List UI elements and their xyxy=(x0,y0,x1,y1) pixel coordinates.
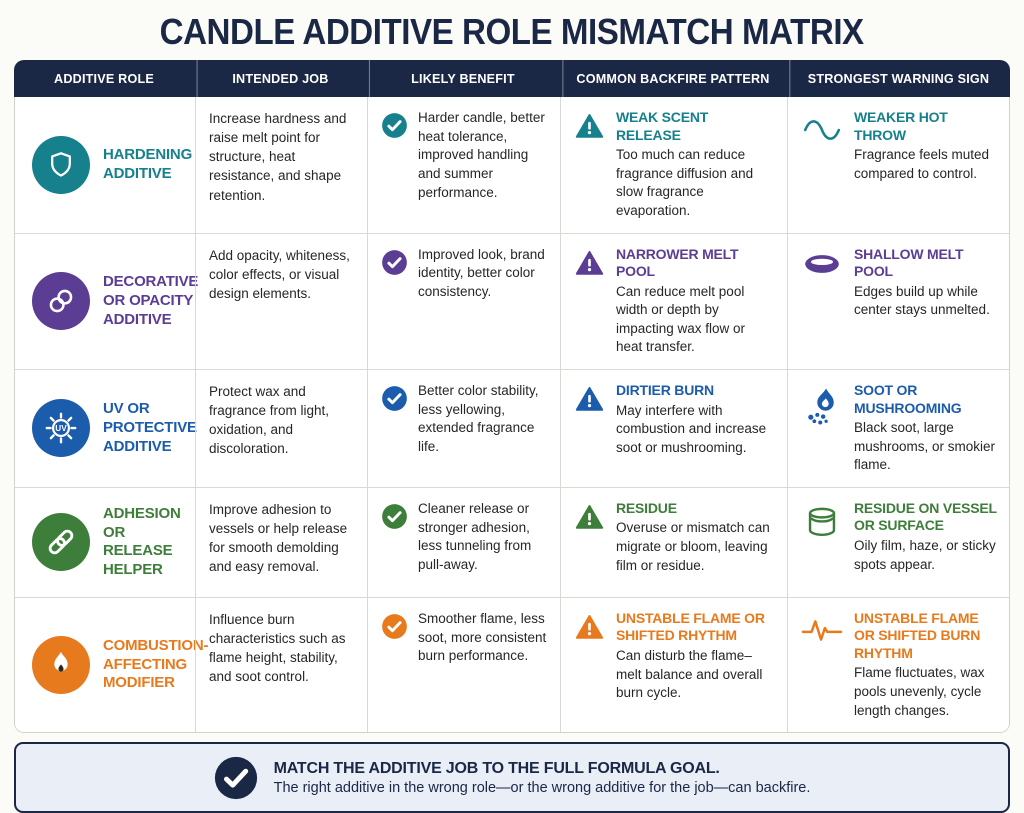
flame-icon xyxy=(32,636,90,695)
table-row-hardening: HARDENING ADDITIVE Increase hardness and… xyxy=(15,97,1009,233)
role-cell: COMBUSTION-AFFECTING MODIFIER xyxy=(15,598,208,732)
check-circle-icon xyxy=(382,249,407,275)
intended-job-cell: Protect wax and fragrance from light, ox… xyxy=(195,370,367,487)
table-row-combustion: COMBUSTION-AFFECTING MODIFIER Influence … xyxy=(15,596,1009,733)
backfire-title: DIRTIER BURN xyxy=(616,382,714,398)
intended-job-cell: Improve adhesion to vessels or help rele… xyxy=(195,487,367,597)
footer-callout: MATCH THE ADDITIVE JOB TO THE FULL FORMU… xyxy=(14,742,1010,813)
table-row-uv: UV UV OR PROTECTIVE ADDITIVE Protect wax… xyxy=(15,369,1009,487)
column-header-likely-benefit: LIKELY BENEFIT xyxy=(368,60,556,97)
warning-title: WEAKER HOT THROW xyxy=(854,109,948,143)
benefit-cell: Smoother flame, less soot, more consiste… xyxy=(367,597,560,733)
benefit-cell: Better color stability, less yellowing, … xyxy=(367,370,560,487)
benefit-text: Better color stability, less yellowing, … xyxy=(418,383,539,454)
table-header-row: ADDITIVE ROLE INTENDED JOB LIKELY BENEFI… xyxy=(14,60,1010,97)
role-label: COMBUSTION-AFFECTING MODIFIER xyxy=(103,636,209,692)
benefit-cell: Improved look, brand identity, better co… xyxy=(367,233,560,369)
warning-cell: RESIDUE ON VESSEL OR SURFACE Oily film, … xyxy=(787,487,1009,597)
sine-wave-icon xyxy=(801,113,843,147)
backfire-cell: NARROWER MELT POOL Can reduce melt pool … xyxy=(560,233,787,369)
check-circle-icon xyxy=(382,504,407,529)
svg-text:UV: UV xyxy=(55,425,67,434)
warning-cell: SOOT OR MUSHROOMING Black soot, large mu… xyxy=(787,370,1009,487)
table-body: HARDENING ADDITIVE Increase hardness and… xyxy=(14,97,1010,734)
benefit-text: Smoother flame, less soot, more consiste… xyxy=(418,610,547,664)
intended-job-cell: Add opacity, whiteness, color effects, o… xyxy=(195,233,367,369)
role-cell: HARDENING ADDITIVE xyxy=(15,97,195,233)
table-row-adhesion: ADHESION OR RELEASE HELPER Improve adhes… xyxy=(15,486,1009,597)
table-row-decorative: DECORATIVE OR OPACITY ADDITIVE Add opaci… xyxy=(15,232,1009,370)
soot-flame-icon xyxy=(801,386,843,426)
rings-icon xyxy=(32,272,90,331)
check-circle-icon xyxy=(382,386,407,411)
vessel-icon xyxy=(801,504,843,542)
benefit-cell: Cleaner release or stronger adhesion, le… xyxy=(367,487,560,597)
backfire-title: NARROWER MELT POOL xyxy=(616,245,739,280)
chain-link-icon xyxy=(32,513,90,572)
backfire-text: Too much can reduce fragrance diffusion … xyxy=(616,147,754,218)
warning-title: SOOT OR MUSHROOMING xyxy=(854,382,962,416)
role-label: DECORATIVE OR OPACITY ADDITIVE xyxy=(103,273,199,328)
melt-pool-icon xyxy=(801,250,843,278)
benefit-text: Cleaner release or stronger adhesion, le… xyxy=(418,500,532,572)
backfire-text: Can disturb the flame–melt balance and o… xyxy=(616,647,763,701)
role-label: HARDENING ADDITIVE xyxy=(103,146,193,182)
warning-cell: SHALLOW MELT POOL Edges build up while c… xyxy=(787,233,1009,369)
benefit-text: Improved look, brand identity, better co… xyxy=(418,246,545,299)
intended-job-cell: Increase hardness and raise melt point f… xyxy=(195,97,367,233)
pulse-icon xyxy=(801,614,843,646)
backfire-cell: RESIDUE Overuse or mismatch can migrate … xyxy=(560,487,787,597)
benefit-text: Harder candle, better heat tolerance, im… xyxy=(418,110,545,200)
warning-text: Edges build up while center stays unmelt… xyxy=(854,283,990,318)
warning-triangle-icon xyxy=(575,504,604,529)
backfire-title: RESIDUE xyxy=(616,499,677,516)
warning-text: Fragrance feels muted compared to contro… xyxy=(854,147,990,181)
backfire-text: Can reduce melt pool width or depth by i… xyxy=(616,283,746,355)
warning-cell: UNSTABLE FLAME OR SHIFTED BURN RHYTHM Fl… xyxy=(787,597,1009,733)
warning-title: SHALLOW MELT POOL xyxy=(854,245,964,280)
mismatch-matrix-table: ADDITIVE ROLE INTENDED JOB LIKELY BENEFI… xyxy=(14,60,1010,734)
page-title: CANDLE ADDITIVE ROLE MISMATCH MATRIX xyxy=(159,11,865,52)
column-header-intended-job: INTENDED JOB xyxy=(196,60,364,97)
check-circle-icon xyxy=(214,756,257,799)
warning-triangle-icon xyxy=(575,114,604,138)
check-circle-icon xyxy=(382,113,407,138)
role-cell: DECORATIVE OR OPACITY ADDITIVE xyxy=(15,234,199,370)
role-label: ADHESION OR RELEASE HELPER xyxy=(103,504,181,579)
backfire-text: Overuse or mismatch can migrate or bloom… xyxy=(616,520,770,573)
column-header-warning-sign: STRONGEST WARNING SIGN xyxy=(789,60,1006,97)
warning-triangle-icon xyxy=(575,614,604,639)
role-label: UV OR PROTECTIVE ADDITIVE xyxy=(103,400,197,455)
backfire-cell: DIRTIER BURN May interfere with combusti… xyxy=(560,370,787,487)
page-title-wrap: CANDLE ADDITIVE ROLE MISMATCH MATRIX xyxy=(0,0,1024,60)
backfire-cell: UNSTABLE FLAME OR SHIFTED RHYTHM Can dis… xyxy=(560,597,787,733)
column-header-backfire-pattern: COMMON BACKFIRE PATTERN xyxy=(562,60,782,97)
backfire-title: UNSTABLE FLAME OR SHIFTED RHYTHM xyxy=(616,609,765,644)
role-cell: ADHESION OR RELEASE HELPER xyxy=(15,488,195,597)
backfire-text: May interfere with combustion and increa… xyxy=(616,402,767,455)
role-cell: UV UV OR PROTECTIVE ADDITIVE xyxy=(15,370,197,487)
warning-text: Black soot, large mushrooms, or smokier … xyxy=(854,420,996,473)
intended-job-cell: Influence burn characteristics such as f… xyxy=(195,597,367,733)
warning-cell: WEAKER HOT THROW Fragrance feels muted c… xyxy=(787,97,1009,233)
backfire-title: WEAK SCENT RELEASE xyxy=(616,109,709,143)
footer-title: MATCH THE ADDITIVE JOB TO THE FULL FORMU… xyxy=(273,759,720,777)
column-header-additive-role: ADDITIVE ROLE xyxy=(54,71,154,86)
backfire-cell: WEAK SCENT RELEASE Too much can reduce f… xyxy=(560,97,787,233)
warning-title: UNSTABLE FLAME OR SHIFTED BURN RHYTHM xyxy=(854,609,981,661)
check-circle-icon xyxy=(382,614,407,639)
footer-text: The right additive in the wrong role—or … xyxy=(273,779,811,796)
warning-text: Flame fluctuates, wax pools unevenly, cy… xyxy=(854,665,985,718)
warning-triangle-icon xyxy=(575,387,604,411)
benefit-cell: Harder candle, better heat tolerance, im… xyxy=(367,97,560,233)
uv-sun-icon: UV xyxy=(32,399,90,458)
shield-icon xyxy=(32,135,90,194)
warning-triangle-icon xyxy=(575,250,604,275)
warning-text: Oily film, haze, or sticky spots appear. xyxy=(854,537,996,572)
warning-title: RESIDUE ON VESSEL OR SURFACE xyxy=(854,499,997,534)
